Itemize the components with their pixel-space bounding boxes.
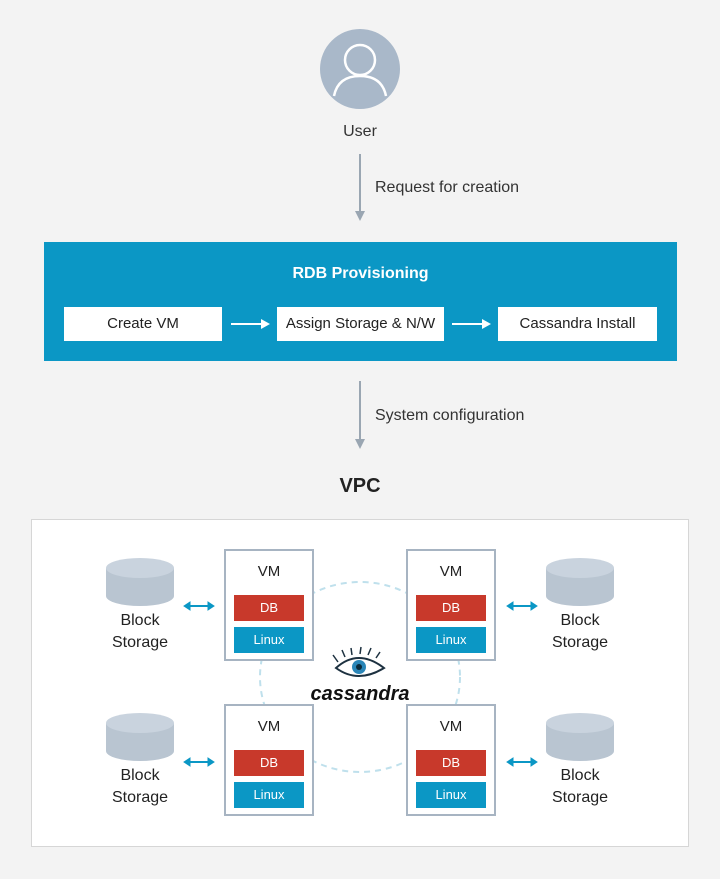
linux-label: Linux — [416, 782, 486, 808]
vm-box: VM DB Linux — [406, 704, 496, 816]
vm-title: VM — [257, 718, 281, 735]
vm-title: VM — [439, 563, 463, 580]
rdb-provisioning-panel — [44, 242, 677, 361]
storage-label-line2: Storage — [111, 789, 169, 806]
step-assign-storage: Assign Storage & N/W — [277, 307, 444, 341]
vm-box: VM DB Linux — [406, 549, 496, 661]
request-label: Request for creation — [375, 179, 520, 196]
db-label: DB — [234, 750, 304, 776]
configuration-arrow — [355, 381, 365, 449]
db-label: DB — [416, 595, 486, 621]
storage-label-line2: Storage — [551, 634, 609, 651]
request-arrow — [355, 154, 365, 221]
db-label: DB — [234, 595, 304, 621]
storage-label-line2: Storage — [551, 789, 609, 806]
linux-label: Linux — [234, 627, 304, 653]
block-storage-label: Block Storage — [530, 610, 630, 654]
user-avatar-icon — [320, 29, 400, 109]
storage-label-line2: Storage — [111, 634, 169, 651]
block-storage-label: Block Storage — [90, 610, 190, 654]
storage-label-line1: Block — [560, 767, 600, 784]
step-cassandra-install: Cassandra Install — [498, 307, 657, 341]
step-create-vm: Create VM — [64, 307, 222, 341]
block-storage-label: Block Storage — [90, 765, 190, 809]
vm-title: VM — [439, 718, 463, 735]
user-label: User — [343, 123, 377, 140]
configuration-label: System configuration — [375, 407, 525, 424]
vpc-title: VPC — [339, 475, 381, 497]
cassandra-logo-text: cassandra — [310, 683, 410, 705]
vm-title: VM — [257, 563, 281, 580]
vm-box: VM DB Linux — [224, 549, 314, 661]
storage-label-line1: Block — [560, 612, 600, 629]
rdb-provisioning-title: RDB Provisioning — [292, 265, 429, 282]
linux-label: Linux — [416, 627, 486, 653]
block-storage-label: Block Storage — [530, 765, 630, 809]
storage-label-line1: Block — [120, 612, 160, 629]
vm-box: VM DB Linux — [224, 704, 314, 816]
storage-label-line1: Block — [120, 767, 160, 784]
linux-label: Linux — [234, 782, 304, 808]
db-label: DB — [416, 750, 486, 776]
